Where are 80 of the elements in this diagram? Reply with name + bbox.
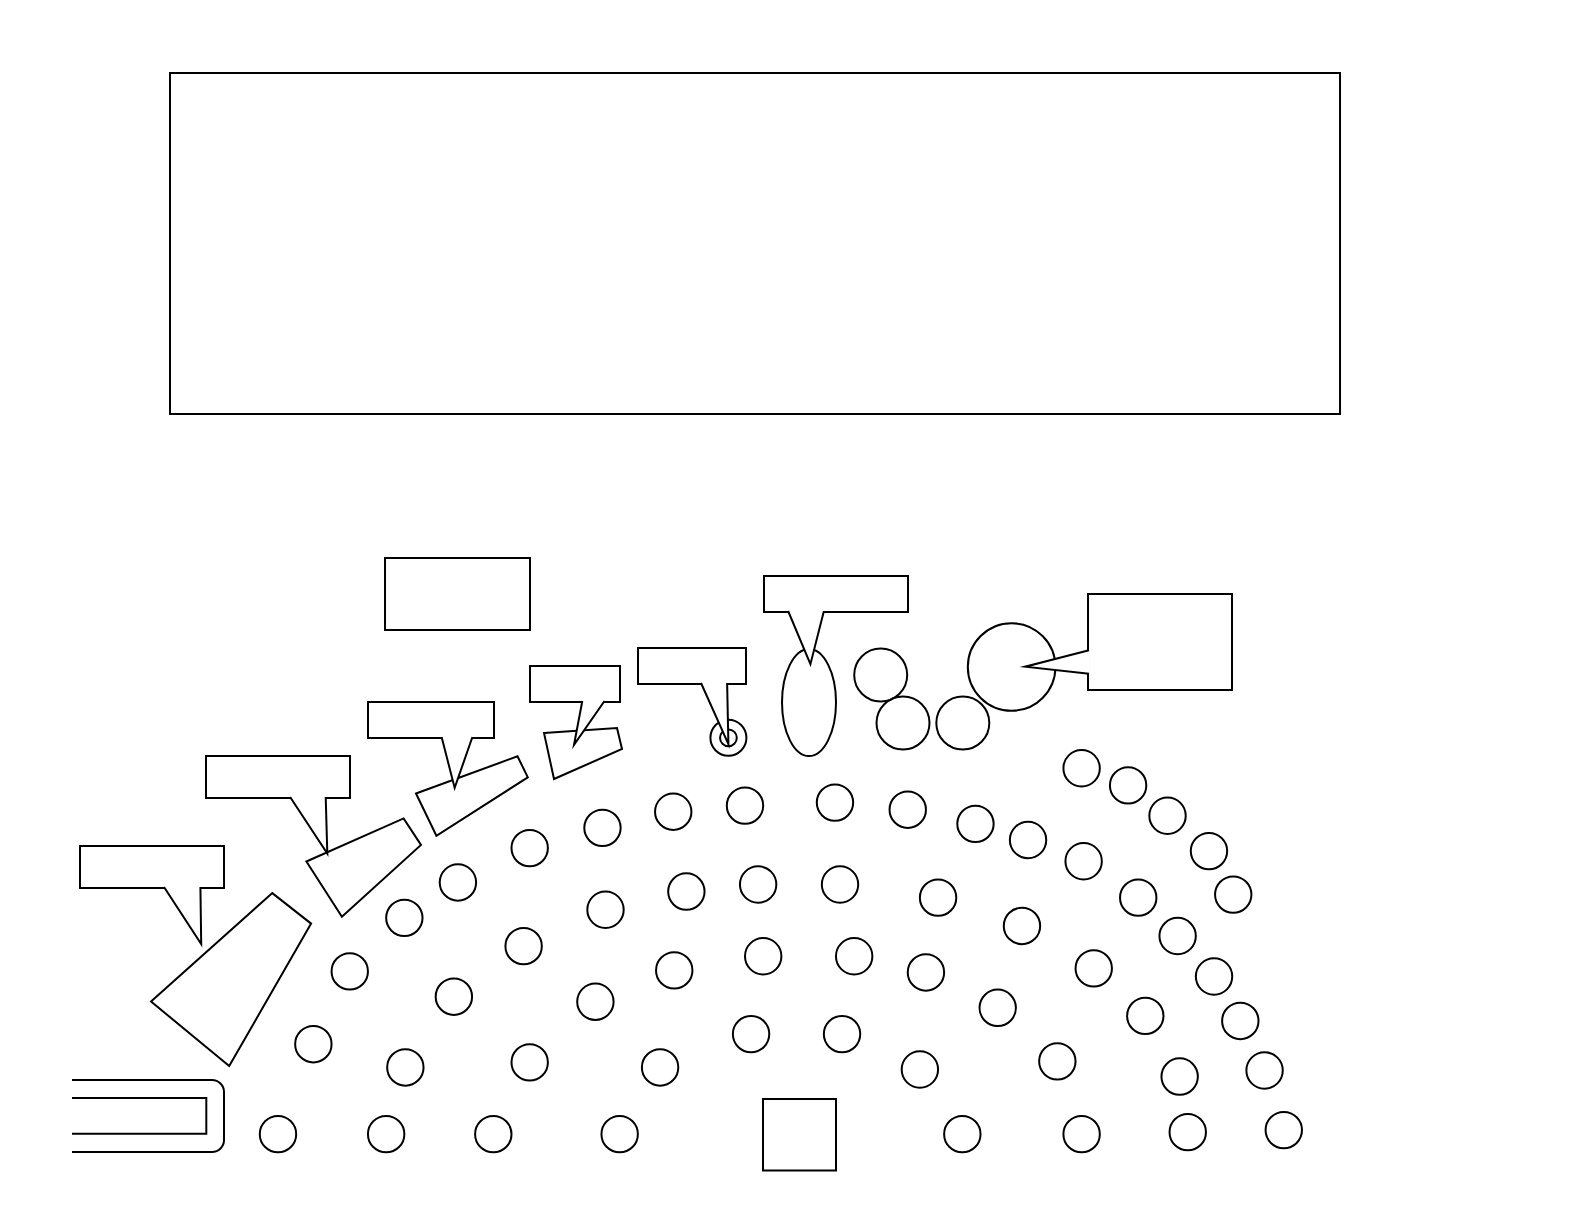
circle <box>725 786 765 825</box>
callout-tail <box>787 610 825 668</box>
circle <box>1148 796 1187 835</box>
circle <box>1038 1042 1077 1081</box>
callout-tail <box>440 736 474 792</box>
callout-box <box>637 647 747 685</box>
circle <box>1160 1057 1199 1096</box>
callout-box <box>529 665 621 703</box>
circle <box>738 865 778 904</box>
circle <box>966 622 1057 712</box>
ellipse <box>781 648 837 757</box>
circle <box>586 890 625 929</box>
circle <box>1008 820 1048 860</box>
rounded-box <box>71 1079 225 1153</box>
circle <box>1062 1114 1101 1154</box>
callout-box <box>763 575 909 613</box>
circle <box>576 982 615 1021</box>
circle <box>438 863 478 902</box>
callout-box <box>1087 593 1233 691</box>
circle <box>900 1050 940 1089</box>
circle <box>822 1014 862 1054</box>
circle <box>667 872 706 911</box>
circle <box>330 952 369 991</box>
circle <box>956 804 995 844</box>
circle <box>1108 766 1148 805</box>
circle <box>654 792 693 831</box>
circle <box>294 1025 333 1064</box>
circle <box>434 977 474 1016</box>
circle <box>1245 1051 1284 1090</box>
ring <box>709 718 748 757</box>
circle <box>366 1114 406 1154</box>
callout-tail <box>572 700 606 750</box>
circle <box>918 878 958 917</box>
circle <box>1189 831 1229 871</box>
circle <box>834 937 874 976</box>
callout-tail <box>163 886 203 948</box>
circle <box>1064 842 1103 881</box>
callout-box <box>205 755 351 799</box>
circle <box>1168 1112 1207 1152</box>
callout-box <box>79 845 225 889</box>
rectangle <box>169 72 1341 415</box>
circle <box>815 783 855 822</box>
circle <box>1194 957 1234 996</box>
circle <box>1126 996 1165 1036</box>
circle <box>385 898 424 938</box>
circle <box>386 1048 425 1087</box>
callout-tail <box>289 796 329 858</box>
circle <box>943 1114 982 1154</box>
callout-tail <box>1019 649 1090 675</box>
circle <box>474 1114 513 1154</box>
circle <box>583 808 622 848</box>
circle <box>1002 906 1042 946</box>
circle <box>888 790 927 829</box>
circle <box>719 728 738 748</box>
circle <box>1214 875 1253 914</box>
circle <box>510 1043 549 1082</box>
circle <box>655 951 694 990</box>
circle <box>731 1014 771 1054</box>
callout-box <box>367 701 495 739</box>
circle <box>1264 1110 1303 1150</box>
circle <box>820 865 860 904</box>
circle <box>600 1114 639 1154</box>
circle <box>504 926 543 966</box>
circle <box>510 828 549 868</box>
circle <box>1221 1001 1260 1041</box>
circle <box>744 937 783 976</box>
circle <box>258 1114 298 1154</box>
circle <box>1074 949 1113 988</box>
rectangle <box>384 557 531 631</box>
circle <box>1158 916 1197 956</box>
circle <box>935 695 991 751</box>
circle <box>906 953 946 992</box>
callout-tail <box>700 682 730 749</box>
square <box>762 1098 837 1172</box>
circle <box>875 695 931 751</box>
circle <box>853 647 909 703</box>
circle <box>1119 878 1158 917</box>
circle <box>1062 749 1101 788</box>
circle <box>640 1048 680 1087</box>
circle <box>978 988 1017 1027</box>
